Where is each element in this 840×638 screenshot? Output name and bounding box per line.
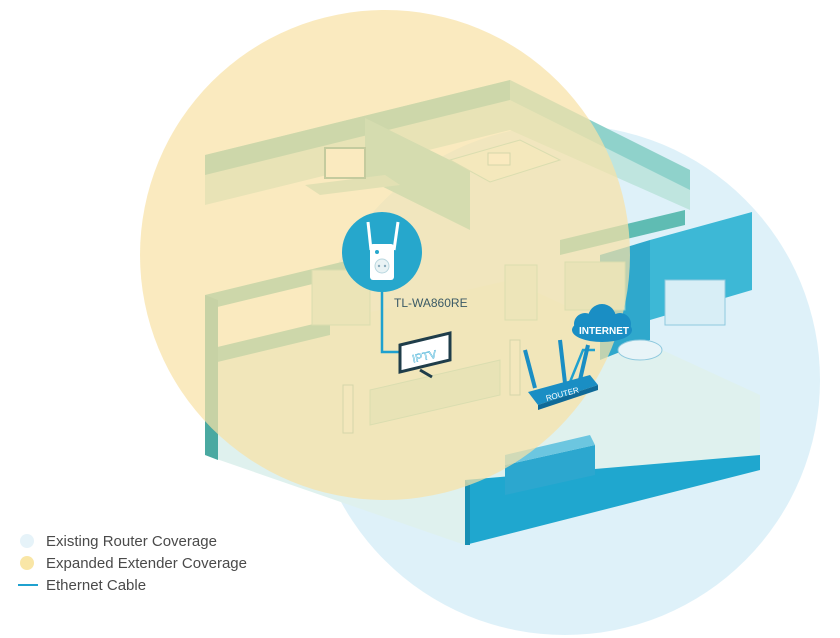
iptv-label: IPTV xyxy=(411,349,438,366)
legend-item-ethernet-cable: Ethernet Cable xyxy=(18,574,247,596)
internet-label: INTERNET xyxy=(579,326,629,337)
sofa xyxy=(505,445,595,495)
internet-cloud: INTERNET xyxy=(572,304,632,342)
right-room-cabinet xyxy=(664,279,726,326)
legend: Existing Router Coverage Expanded Extend… xyxy=(18,530,247,596)
wall-front-left xyxy=(465,480,470,545)
legend-item-extender-coverage: Expanded Extender Coverage xyxy=(20,552,247,574)
right-room-table xyxy=(617,339,663,361)
legend-label: Expanded Extender Coverage xyxy=(46,554,247,572)
router-device: ROUTER xyxy=(523,339,598,410)
sofa-back xyxy=(505,435,595,465)
iptv-tv: IPTV xyxy=(398,331,452,379)
extender-model-label: TL-WA860RE xyxy=(394,296,468,310)
legend-label: Existing Router Coverage xyxy=(46,532,217,550)
ethernet-cable-router-internet xyxy=(568,348,595,383)
extender-coverage-swatch xyxy=(20,556,34,570)
router-coverage-swatch xyxy=(20,534,34,548)
legend-item-router-coverage: Existing Router Coverage xyxy=(20,530,247,552)
legend-label: Ethernet Cable xyxy=(46,576,147,594)
ethernet-cable-swatch xyxy=(18,584,38,586)
range-extender-badge xyxy=(342,212,422,292)
